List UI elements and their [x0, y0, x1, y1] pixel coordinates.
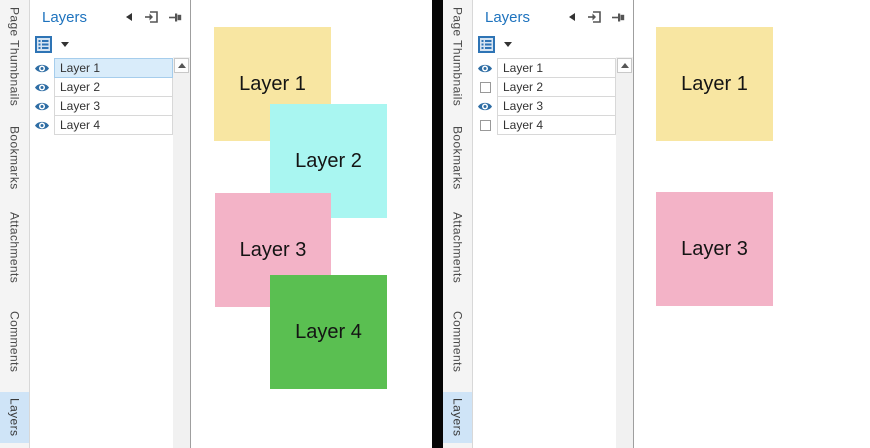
- pin-panel-button[interactable]: [610, 9, 626, 25]
- layer-row[interactable]: Layer 4: [30, 115, 173, 135]
- layer-row[interactable]: Layer 3: [473, 96, 616, 116]
- panel-title: Layers: [42, 8, 88, 26]
- layer-name[interactable]: Layer 4: [497, 115, 616, 135]
- layer-row[interactable]: Layer 4: [473, 115, 616, 135]
- left-arrow-icon: [569, 13, 575, 21]
- collapse-panel-button[interactable]: [564, 9, 580, 25]
- eye-icon: [478, 102, 492, 110]
- layer-name[interactable]: Layer 1: [497, 58, 616, 78]
- layer-row[interactable]: Layer 2: [30, 77, 173, 97]
- pin-icon: [611, 13, 624, 21]
- layer-row[interactable]: Layer 1: [30, 58, 173, 78]
- panel-scrollbar[interactable]: [173, 57, 190, 448]
- up-arrow-icon: [177, 63, 186, 68]
- dock-panel-button[interactable]: [587, 9, 603, 25]
- layer-options-icon[interactable]: [478, 36, 495, 53]
- tab-comments[interactable]: Comments: [450, 310, 465, 373]
- visibility-toggle[interactable]: [473, 101, 497, 112]
- panel-scrollbar[interactable]: [616, 57, 633, 448]
- eye-icon: [35, 83, 49, 91]
- layer-name[interactable]: Layer 4: [54, 115, 173, 135]
- tab-page-thumbnails[interactable]: Page Thumbnails: [7, 7, 22, 107]
- screenshot-all-layers-visible: Page Thumbnails Bookmarks Attachments Co…: [0, 0, 432, 448]
- visibility-toggle[interactable]: [30, 82, 54, 93]
- layer-options-icon[interactable]: [35, 36, 52, 53]
- tab-attachments[interactable]: Attachments: [7, 211, 22, 284]
- eye-icon: [35, 121, 49, 129]
- eye-icon: [35, 64, 49, 72]
- layer-name[interactable]: Layer 3: [54, 96, 173, 116]
- up-arrow-icon: [620, 63, 629, 68]
- sidebar-tabstrip: Page Thumbnails Bookmarks Attachments Co…: [443, 0, 473, 448]
- options-dropdown-arrow-icon[interactable]: [61, 42, 69, 47]
- eye-icon: [478, 64, 492, 72]
- layer-name[interactable]: Layer 2: [497, 77, 616, 97]
- layers-toolbar: [473, 32, 633, 57]
- dock-panel-icon: [145, 11, 158, 23]
- visibility-toggle[interactable]: [30, 63, 54, 74]
- pin-icon: [168, 13, 181, 21]
- layers-list-region: Layer 1 Layer 2 Layer 3: [473, 57, 633, 448]
- layers-list-region: Layer 1 Layer 2: [30, 57, 190, 448]
- pin-panel-button[interactable]: [167, 9, 183, 25]
- layer-row[interactable]: Layer 3: [30, 96, 173, 116]
- tab-page-thumbnails[interactable]: Page Thumbnails: [450, 7, 465, 107]
- tab-bookmarks[interactable]: Bookmarks: [7, 126, 22, 190]
- panel-title: Layers: [485, 8, 531, 26]
- canvas-layer-square: Layer 1: [656, 27, 773, 141]
- tab-comments[interactable]: Comments: [7, 310, 22, 373]
- layer-row[interactable]: Layer 2: [473, 77, 616, 97]
- checkbox-unchecked-icon: [479, 119, 491, 131]
- sidebar-tabstrip: Page Thumbnails Bookmarks Attachments Co…: [0, 0, 30, 448]
- layers-panel: Layers: [30, 0, 191, 448]
- layer-name[interactable]: Layer 1: [54, 58, 173, 78]
- layers-panel: Layers: [473, 0, 634, 448]
- eye-icon: [35, 102, 49, 110]
- canvas-layer-square: Layer 4: [270, 275, 387, 389]
- collapse-panel-button[interactable]: [121, 9, 137, 25]
- visibility-toggle[interactable]: [30, 120, 54, 131]
- layers-panel-header: Layers: [473, 0, 633, 32]
- checkbox-unchecked-icon: [479, 81, 491, 93]
- left-arrow-icon: [126, 13, 132, 21]
- layer-row[interactable]: Layer 1: [473, 58, 616, 78]
- screenshot-divider: [432, 0, 443, 448]
- document-page: Layer 1 Layer 3: [634, 0, 870, 448]
- visibility-toggle[interactable]: [473, 63, 497, 74]
- layers-list: Layer 1 Layer 2 Layer 3: [473, 57, 616, 448]
- visibility-toggle[interactable]: [473, 119, 497, 131]
- layers-toolbar: [30, 32, 190, 57]
- tab-layers[interactable]: Layers: [0, 392, 29, 443]
- layer-name[interactable]: Layer 3: [497, 96, 616, 116]
- tab-bookmarks[interactable]: Bookmarks: [450, 126, 465, 190]
- scroll-up-button[interactable]: [617, 58, 632, 73]
- tab-layers[interactable]: Layers: [443, 392, 472, 443]
- scroll-up-button[interactable]: [174, 58, 189, 73]
- document-page: Layer 1 Layer 2 Layer 3 Layer 4: [191, 0, 432, 448]
- screenshot-some-layers-hidden: Page Thumbnails Bookmarks Attachments Co…: [443, 0, 870, 448]
- tab-attachments[interactable]: Attachments: [450, 211, 465, 284]
- layer-name[interactable]: Layer 2: [54, 77, 173, 97]
- layers-list: Layer 1 Layer 2: [30, 57, 173, 448]
- canvas-layer-square: Layer 3: [656, 192, 773, 306]
- dock-panel-icon: [588, 11, 601, 23]
- dock-panel-button[interactable]: [144, 9, 160, 25]
- visibility-toggle[interactable]: [473, 81, 497, 93]
- options-dropdown-arrow-icon[interactable]: [504, 42, 512, 47]
- visibility-toggle[interactable]: [30, 101, 54, 112]
- layers-panel-header: Layers: [30, 0, 190, 32]
